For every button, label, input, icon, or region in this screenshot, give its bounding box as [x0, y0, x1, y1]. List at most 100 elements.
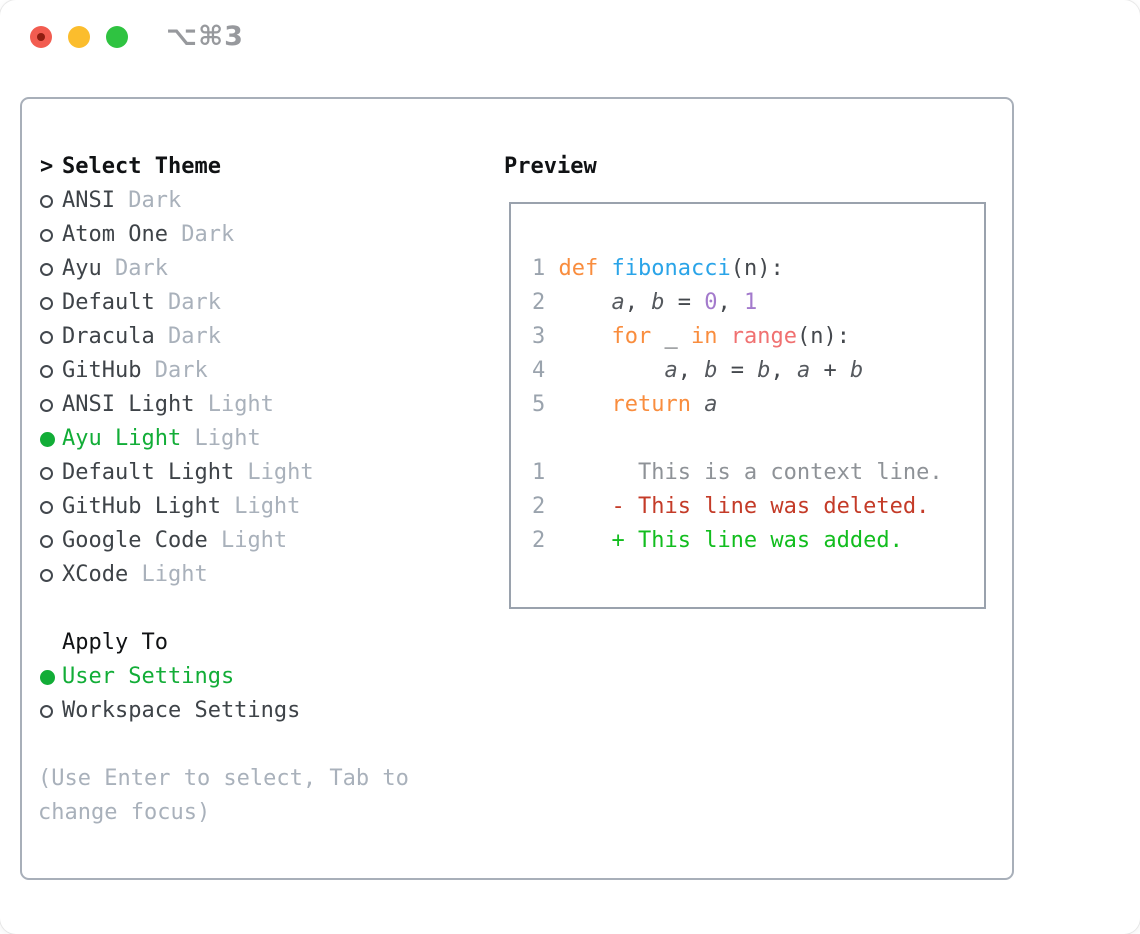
radio-unselected-icon: [38, 388, 62, 422]
code-token-kw: return: [611, 392, 705, 417]
code-token-var: a: [664, 358, 678, 383]
theme-item-variant: Light: [181, 426, 261, 451]
code-token-pl: ,: [717, 290, 744, 315]
radio-unselected-icon: [38, 218, 62, 252]
code-line: 1 This is a context line.: [532, 456, 943, 490]
radio-selected-icon: [38, 660, 62, 694]
line-number: 3: [532, 324, 559, 349]
code-token-pl: ,: [624, 290, 652, 315]
theme-item-dracula[interactable]: Dracula Dark: [38, 320, 409, 354]
code-token-del: - This line was deleted.: [558, 494, 930, 519]
theme-item-name: ANSI Light: [62, 392, 195, 417]
theme-item-name: ANSI: [62, 188, 115, 213]
code-line: 5 return a: [532, 388, 943, 422]
code-token-pl: [559, 290, 612, 315]
radio-unselected-icon: [38, 694, 62, 728]
theme-item-default-light[interactable]: Default Light Light: [38, 456, 409, 490]
line-number: 1: [532, 460, 559, 485]
code-token-var: b: [757, 358, 771, 383]
code-token-pl: ,: [770, 358, 797, 383]
radio-unselected-icon: [38, 354, 62, 388]
theme-item-xcode[interactable]: XCode Light: [38, 558, 409, 592]
radio-unselected-icon: [38, 558, 62, 592]
code-token-pl: +: [810, 358, 850, 383]
code-token-pl: [559, 358, 665, 383]
theme-item-variant: Dark: [101, 256, 168, 281]
cursor-icon: >: [40, 154, 54, 179]
theme-item-name: Default Light: [62, 460, 235, 485]
theme-item-variant: Dark: [141, 358, 208, 383]
code-token-kw: in: [690, 324, 718, 349]
apply-to-option-user-settings[interactable]: User Settings: [38, 660, 409, 694]
theme-item-variant: Dark: [114, 188, 182, 213]
line-number: 4: [532, 358, 559, 383]
code-token-pl: (n):: [796, 324, 850, 349]
radio-unselected-icon: [38, 490, 62, 524]
theme-item-ayu[interactable]: Ayu Dark: [38, 252, 409, 286]
code-line: 2 + This line was added.: [532, 524, 943, 558]
code-token-var: b: [849, 358, 864, 383]
code-token-add: + This line was added.: [558, 528, 903, 553]
help-text-line: (Use Enter to select, Tab to: [38, 766, 409, 791]
radio-unselected-icon: [38, 184, 62, 218]
apply-to-header: Apply To: [62, 630, 168, 655]
code-token-pl: (n):: [730, 256, 784, 281]
radio-unselected-icon: [38, 252, 62, 286]
code-token-fn: fibonacci: [611, 256, 731, 281]
code-token-pl: ,: [677, 358, 705, 383]
code-token-pl: [559, 324, 612, 349]
theme-item-ansi[interactable]: ANSI Dark: [38, 184, 409, 218]
code-token-pl: _: [651, 324, 691, 349]
code-token-var: a: [611, 290, 625, 315]
code-token-num: 0: [704, 290, 718, 315]
code-token-pl: =: [717, 358, 758, 383]
theme-list-header: Select Theme: [62, 154, 221, 179]
code-line: [532, 422, 943, 456]
code-line: 3 for _ in range(n):: [532, 320, 943, 354]
line-number: 5: [532, 392, 559, 417]
theme-item-name: Default: [62, 290, 155, 315]
code-token-pl: [559, 392, 612, 417]
code-line: 1 def fibonacci(n):: [532, 252, 943, 286]
code-token-var: b: [651, 290, 665, 315]
zoom-button[interactable]: [106, 26, 128, 48]
theme-item-variant: Dark: [154, 324, 221, 349]
theme-item-default[interactable]: Default Dark: [38, 286, 409, 320]
theme-item-variant: Light: [220, 494, 301, 519]
apply-to-option-label: Workspace Settings: [62, 698, 301, 723]
code-line: 4 a, b = b, a + b: [532, 354, 943, 388]
theme-item-atom-one[interactable]: Atom One Dark: [38, 218, 409, 252]
help-text-line: change focus): [38, 800, 211, 825]
theme-item-ayu-light[interactable]: Ayu Light Light: [38, 422, 409, 456]
code-token-var: a: [704, 392, 718, 417]
radio-unselected-icon: [38, 286, 62, 320]
titlebar: ⌥⌘3: [0, 0, 1140, 74]
code-token-pl: [717, 324, 730, 349]
theme-item-github[interactable]: GitHub Dark: [38, 354, 409, 388]
close-button[interactable]: [30, 26, 52, 48]
code-token-pl: =: [664, 290, 705, 315]
theme-item-name: GitHub: [62, 358, 142, 383]
line-number: 2: [532, 528, 559, 553]
code-token-var: b: [704, 358, 718, 383]
code-token-kw: def: [558, 256, 612, 281]
theme-item-name: Dracula: [62, 324, 155, 349]
theme-item-name: XCode: [62, 562, 129, 587]
theme-item-variant: Dark: [167, 222, 235, 247]
code-token-var: a: [796, 358, 811, 383]
apply-to-option-label: User Settings: [62, 664, 235, 689]
radio-selected-icon: [38, 422, 62, 456]
theme-item-ansi-light[interactable]: ANSI Light Light: [38, 388, 409, 422]
minimize-button[interactable]: [68, 26, 90, 48]
code-token-num: 1: [743, 290, 758, 315]
code-token-ctx: This is a context line.: [558, 460, 943, 485]
apply-to-option-workspace-settings[interactable]: Workspace Settings: [38, 694, 409, 728]
theme-item-google-code[interactable]: Google Code Light: [38, 524, 409, 558]
line-number: 2: [532, 494, 559, 519]
code-token-kw: for: [611, 324, 652, 349]
theme-item-github-light[interactable]: GitHub Light Light: [38, 490, 409, 524]
